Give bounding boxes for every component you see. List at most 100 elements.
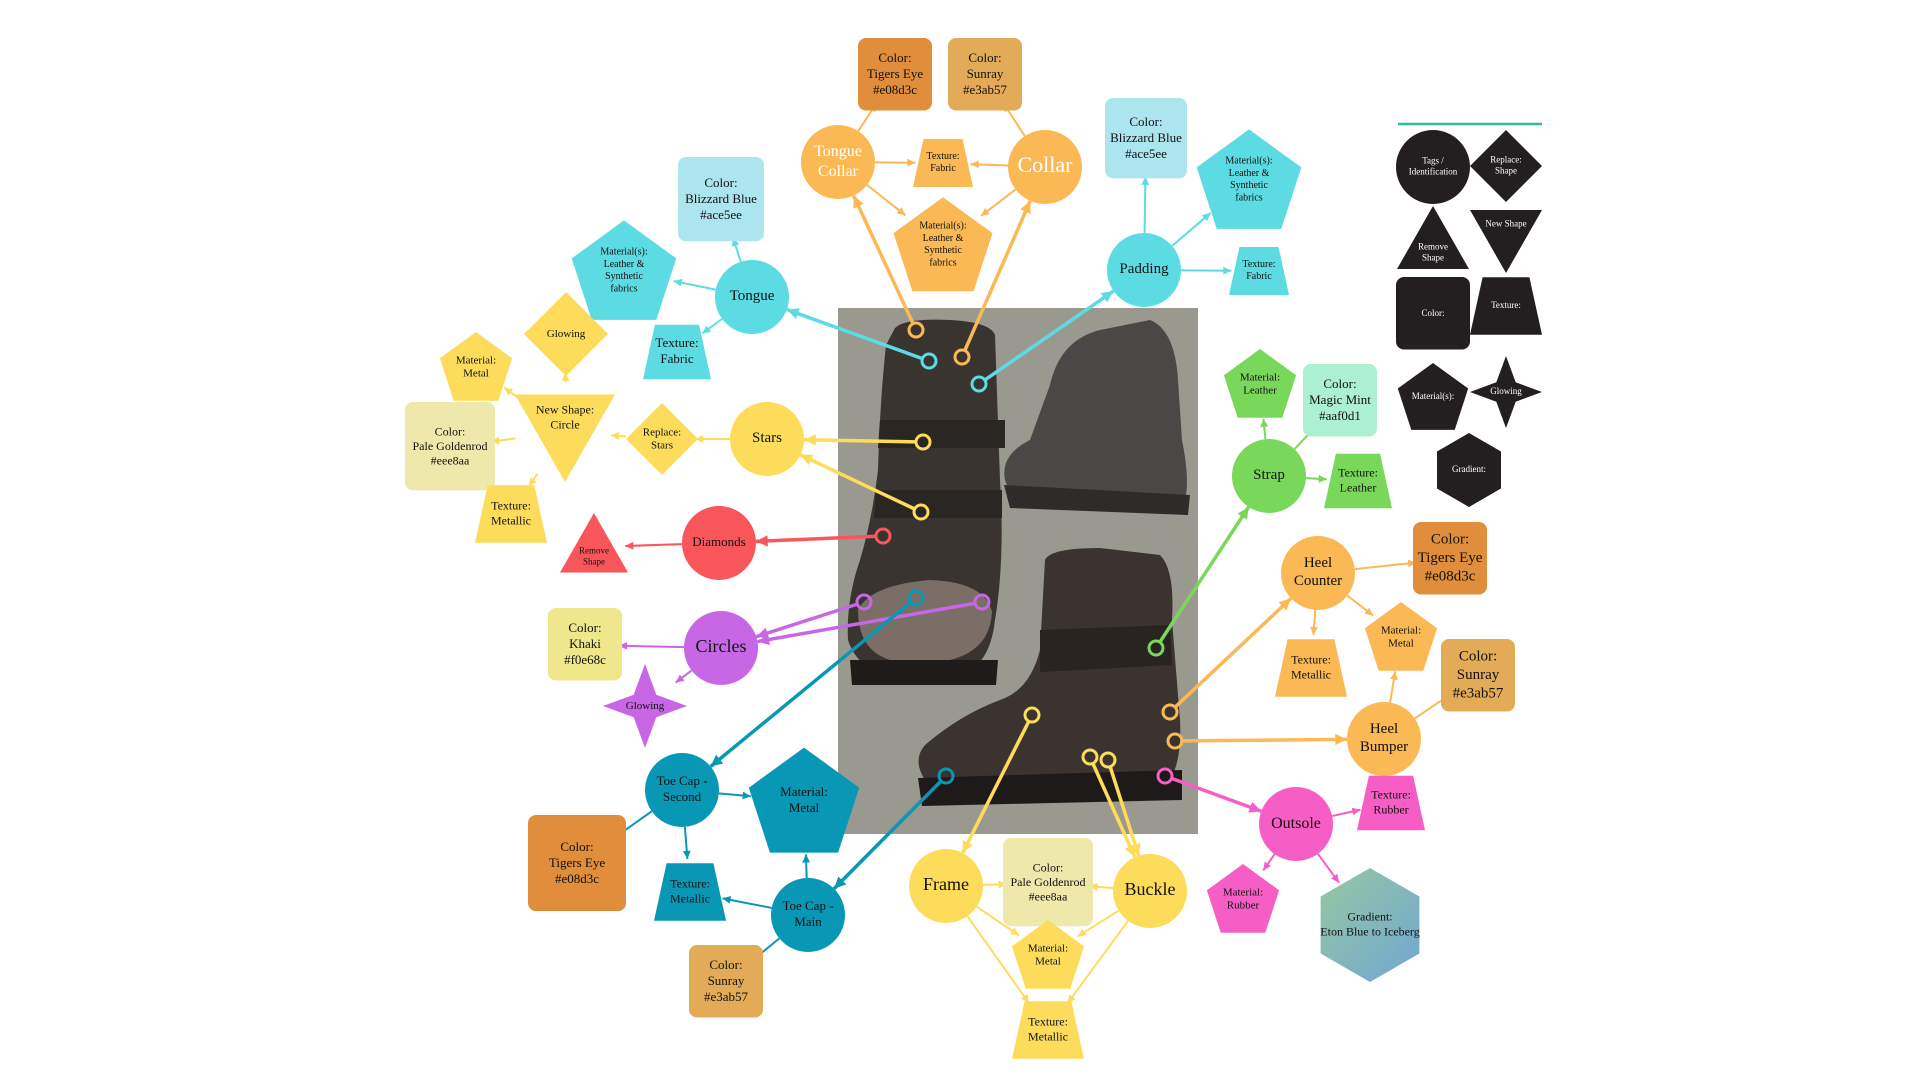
legend-color-shape — [1396, 277, 1470, 350]
toecap-second-label: Toe Cap -Second — [656, 773, 707, 804]
legend-texture-label: Texture: — [1491, 300, 1521, 310]
arrow-head — [1077, 928, 1087, 937]
pointer-line — [963, 200, 1032, 352]
legend-tags-shape — [1396, 130, 1470, 204]
padding-color-shape — [1105, 98, 1187, 179]
arrow-head — [1390, 671, 1398, 681]
outsole-gradient-shape — [1320, 868, 1420, 982]
arrow-head — [1089, 883, 1098, 891]
pointer-anchor — [973, 593, 991, 611]
tag-tongue-texture: Texture:Fabric — [643, 324, 711, 380]
tag-tongue: Tongue — [715, 260, 789, 334]
buckle-shape — [1113, 854, 1187, 928]
tag-heel-color-tigers: Color:Tigers Eye#e08d3c — [1413, 522, 1487, 595]
connector-lines — [490, 102, 1451, 1004]
frame-material-shape — [1011, 920, 1085, 989]
toecap-color-tigers-shape — [528, 815, 626, 912]
part-pointers — [709, 194, 1348, 890]
tag-frame-material: Material:Metal — [1011, 920, 1085, 989]
padding-label: Padding — [1119, 261, 1169, 277]
glowing-yellow-label: Glowing — [547, 328, 586, 340]
pointer-anchor — [920, 352, 938, 370]
outsole-label: Outsole — [1271, 815, 1321, 832]
tag-stars-material: Material:Metal — [439, 332, 513, 401]
collar-shape — [1008, 130, 1082, 204]
front-boot-sole — [850, 660, 998, 685]
strap-texture-label: Texture:Leather — [1338, 465, 1378, 494]
padding-material-shape — [1196, 129, 1302, 229]
arrow-head — [675, 674, 685, 683]
circles-shape — [684, 611, 758, 685]
pointer-anchor — [970, 375, 988, 393]
arrow-head — [1100, 291, 1114, 303]
pointer-line — [983, 289, 1115, 382]
arrow-head — [529, 477, 537, 487]
arrow-head — [722, 896, 732, 904]
collar-color-sunray-shape — [948, 38, 1022, 111]
arrow-head — [1407, 559, 1417, 568]
outsole-shape — [1259, 787, 1333, 861]
connector-line — [722, 897, 772, 909]
connector-line — [625, 543, 683, 547]
connector-line — [1171, 212, 1212, 247]
side-boot-bottom-strap — [1040, 625, 1172, 672]
pointer-anchor — [1161, 703, 1179, 721]
tongue-texture-label: Texture:Fabric — [655, 335, 698, 366]
stars-color-label: Color:Pale Goldenrod#eee8aa — [413, 424, 488, 467]
heel-counter-shape — [1281, 536, 1355, 610]
legend-texture: Texture: — [1470, 277, 1542, 335]
tongue-label: Tongue — [730, 288, 775, 304]
arrow-head — [1263, 861, 1271, 871]
padding-color-label: Color:Blizzard Blue#ace5ee — [1110, 114, 1182, 161]
pointer-anchor — [1081, 748, 1099, 766]
tag-collar: Collar — [1008, 130, 1082, 204]
arrow-head — [756, 535, 768, 547]
legend-material: Material(s): — [1397, 363, 1469, 430]
legend-gradient: Gradient: — [1437, 433, 1501, 507]
side-boot-top-silhouette — [1004, 320, 1187, 512]
arrow-head — [1067, 994, 1076, 1004]
arrow-head — [1129, 842, 1141, 856]
arrow-head — [1331, 873, 1339, 883]
arrow-head — [710, 754, 724, 767]
heel-material-shape — [1364, 602, 1438, 671]
outsole-texture-shape — [1357, 775, 1425, 831]
legend-glowing: Glowing — [1470, 356, 1542, 428]
collar-label: Collar — [1018, 152, 1074, 177]
arrow-head — [1201, 212, 1211, 222]
tag-toecap-color-sunray: Color:Sunray#e3ab57 — [689, 945, 763, 1018]
stars-label: Stars — [752, 430, 782, 446]
strap-shape — [1232, 439, 1306, 513]
tag-padding: Padding — [1107, 233, 1181, 307]
arrow-head — [800, 454, 814, 465]
collar-color-sunray-label: Color:Sunray#e3ab57 — [963, 50, 1008, 97]
tag-buckle: Buckle — [1113, 854, 1187, 928]
legend-color: Color: — [1396, 277, 1470, 350]
pointer-line — [709, 601, 912, 768]
circles-color-shape — [548, 608, 622, 681]
pointer-anchor — [912, 503, 930, 521]
tongue-collar-shape — [801, 125, 875, 199]
frame-texture-shape — [1012, 1001, 1084, 1059]
tongue-color-label: Color:Blizzard Blue#ace5ee — [685, 175, 757, 222]
arrow-head — [834, 876, 847, 889]
pointer-anchor — [953, 348, 971, 366]
connector-line — [1066, 920, 1129, 1004]
heel-material-label: Material:Metal — [1381, 624, 1421, 649]
collar-texture-label: Texture:Fabric — [926, 151, 959, 174]
tag-frame: Frame — [909, 849, 983, 923]
arrow-head — [1335, 733, 1347, 746]
pointer-anchor — [937, 767, 955, 785]
toecap-color-sunray-shape — [689, 945, 763, 1018]
legend-material-label: Material(s): — [1412, 391, 1454, 401]
diamonds-label: Diamonds — [692, 534, 745, 549]
arrow-head — [1278, 598, 1291, 611]
replace-stars-label: Replace:Stars — [643, 426, 681, 451]
pointer-anchor — [1156, 767, 1174, 785]
outsole-material-shape — [1206, 864, 1280, 933]
